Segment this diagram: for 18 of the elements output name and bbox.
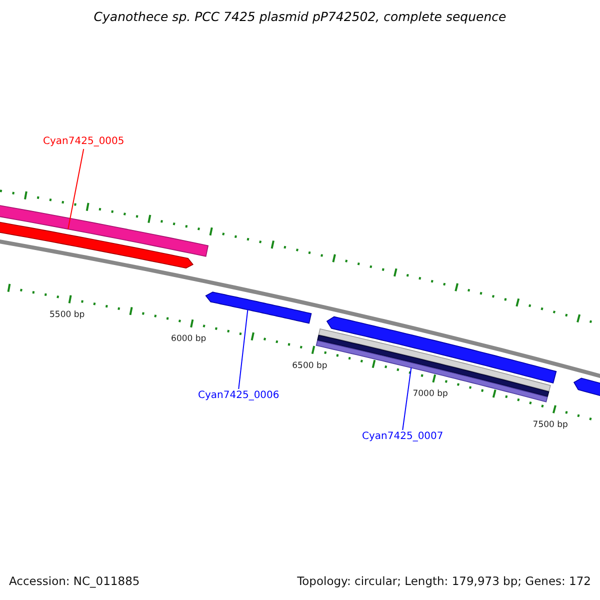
gene-label: Cyan7425_0005: [43, 136, 124, 148]
map-title: Cyanothece sp. PCC 7425 plasmid pP742502, complete sequence: [92, 11, 508, 23]
scale-label: 6000 bp: [171, 334, 206, 344]
scale-label: 5500 bp: [50, 310, 85, 320]
gene-feature: [326, 316, 557, 384]
scale-label: 7500 bp: [532, 420, 568, 430]
scale-label: 7000 bp: [412, 389, 448, 400]
scale-label: 6500 bp: [292, 360, 328, 370]
leader-line: [68, 148, 84, 230]
accession-note: Accession: NC_011885: [9, 575, 140, 587]
leader-line: [402, 367, 412, 430]
sequence-summary: Topology: circular; Length: 179,973 bp; Genes: 172: [297, 575, 591, 587]
leader-line: [238, 309, 248, 390]
gene-label: Cyan7425_0006: [198, 390, 280, 402]
gene-label: Cyan7425_0007: [362, 431, 444, 443]
gene-band: [316, 340, 548, 402]
gene-feature: [205, 292, 312, 324]
gene-band: [317, 334, 550, 398]
